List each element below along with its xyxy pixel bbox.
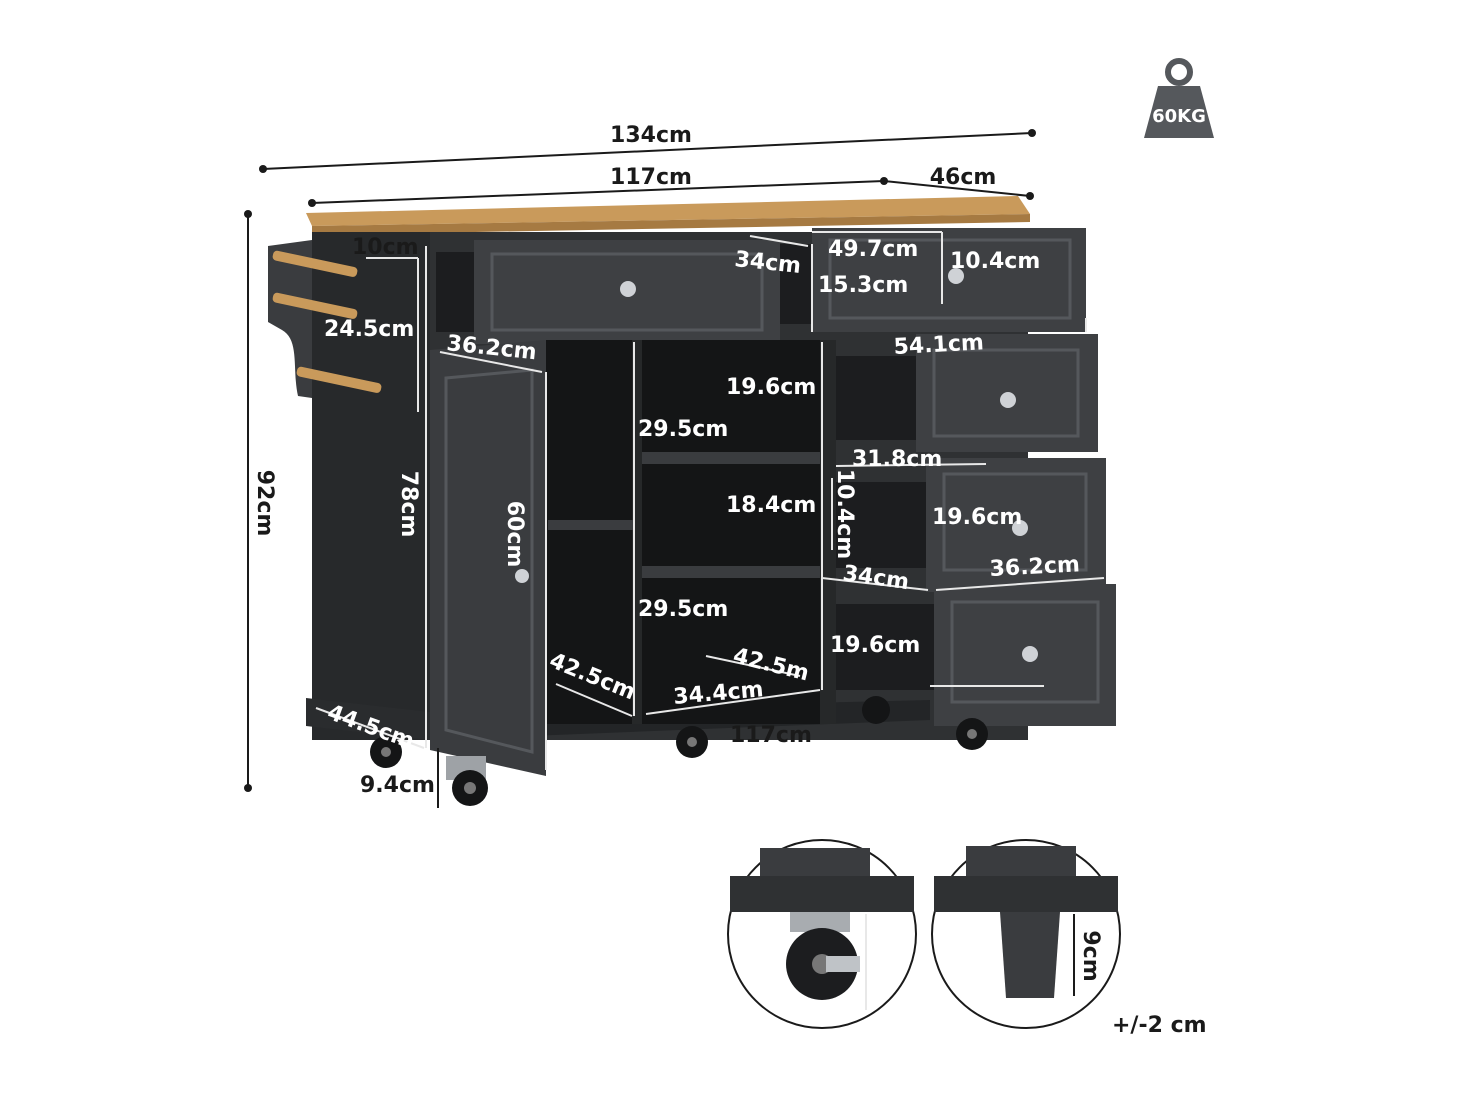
- depth-dimension: 46cm: [883, 165, 1034, 200]
- spice-rack: [268, 240, 382, 398]
- shelf-19-6-label: 19.6cm: [726, 375, 816, 400]
- side-78-label: 78cm: [396, 471, 421, 538]
- cabinet-door: [430, 340, 546, 776]
- shelf-29-5-bottom-label: 29.5cm: [638, 597, 728, 622]
- drawer-knob: [1022, 646, 1038, 662]
- right-drawer-2: [836, 458, 1106, 592]
- drawer-knob: [620, 281, 636, 297]
- overall-height-dimension: 92cm: [244, 210, 277, 792]
- tolerance-note: +/-2 cm: [1112, 1013, 1207, 1038]
- drawer-knob: [1000, 392, 1016, 408]
- drawer-10-4-label: 10.4cm: [832, 469, 857, 559]
- overall-height-label: 92cm: [252, 470, 277, 537]
- top-left-drawer: [436, 240, 780, 344]
- caster-detail: 9.4cm: [727, 839, 917, 1029]
- shelf-18-4-label: 18.4cm: [726, 493, 816, 518]
- weight-icon: 60KG: [1144, 58, 1214, 138]
- drawer-31-8-label: 31.8cm: [852, 447, 942, 472]
- kitchen-island: [268, 196, 1116, 806]
- weight-label: 60KG: [1152, 106, 1206, 127]
- shelf-29-5-top-label: 29.5cm: [638, 417, 728, 442]
- door-knob: [515, 569, 529, 583]
- top-right-drawer: [780, 228, 1086, 332]
- drawer-36-2-label: 36.2cm: [989, 552, 1080, 582]
- top-drawer-49-7-label: 49.7cm: [828, 237, 918, 262]
- top-drawer-10-4-label: 10.4cm: [950, 249, 1040, 274]
- leg-detail: 9cm: [931, 839, 1121, 1029]
- bottom-width-label: 117cm: [730, 723, 812, 748]
- right-drawer-3: [836, 584, 1116, 726]
- wheel-9-4-label: 9.4cm: [360, 773, 435, 798]
- top-drawer-15-3-label: 15.3cm: [818, 273, 908, 298]
- drawer-19-6-b-label: 19.6cm: [830, 633, 920, 658]
- rack-10-label: 10cm: [352, 235, 419, 260]
- drawer-19-6-a-label: 19.6cm: [932, 505, 1022, 530]
- depth-label: 46cm: [930, 165, 997, 190]
- wood-countertop: [306, 196, 1030, 226]
- caster-height-label: 9.4cm: [874, 913, 899, 988]
- door-60-label: 60cm: [502, 501, 527, 568]
- rack-24-5-label: 24.5cm: [324, 317, 414, 342]
- open-shelves: [546, 340, 836, 724]
- right-drawer-1: [836, 334, 1098, 452]
- leg-height-label: 9cm: [1078, 930, 1103, 981]
- cabinet-dimension-lines: [315, 231, 1105, 808]
- drawer-54-1-label: 54.1cm: [893, 330, 984, 360]
- top-width-label: 117cm: [610, 165, 692, 190]
- top-width-dimension: 117cm: [308, 165, 888, 207]
- overall-width-dimension: 134cm: [259, 123, 1036, 173]
- caster-wheels: [370, 696, 988, 806]
- drawer-knob: [1012, 520, 1028, 536]
- drawer-knob: [948, 268, 964, 284]
- overall-width-label: 134cm: [610, 123, 692, 148]
